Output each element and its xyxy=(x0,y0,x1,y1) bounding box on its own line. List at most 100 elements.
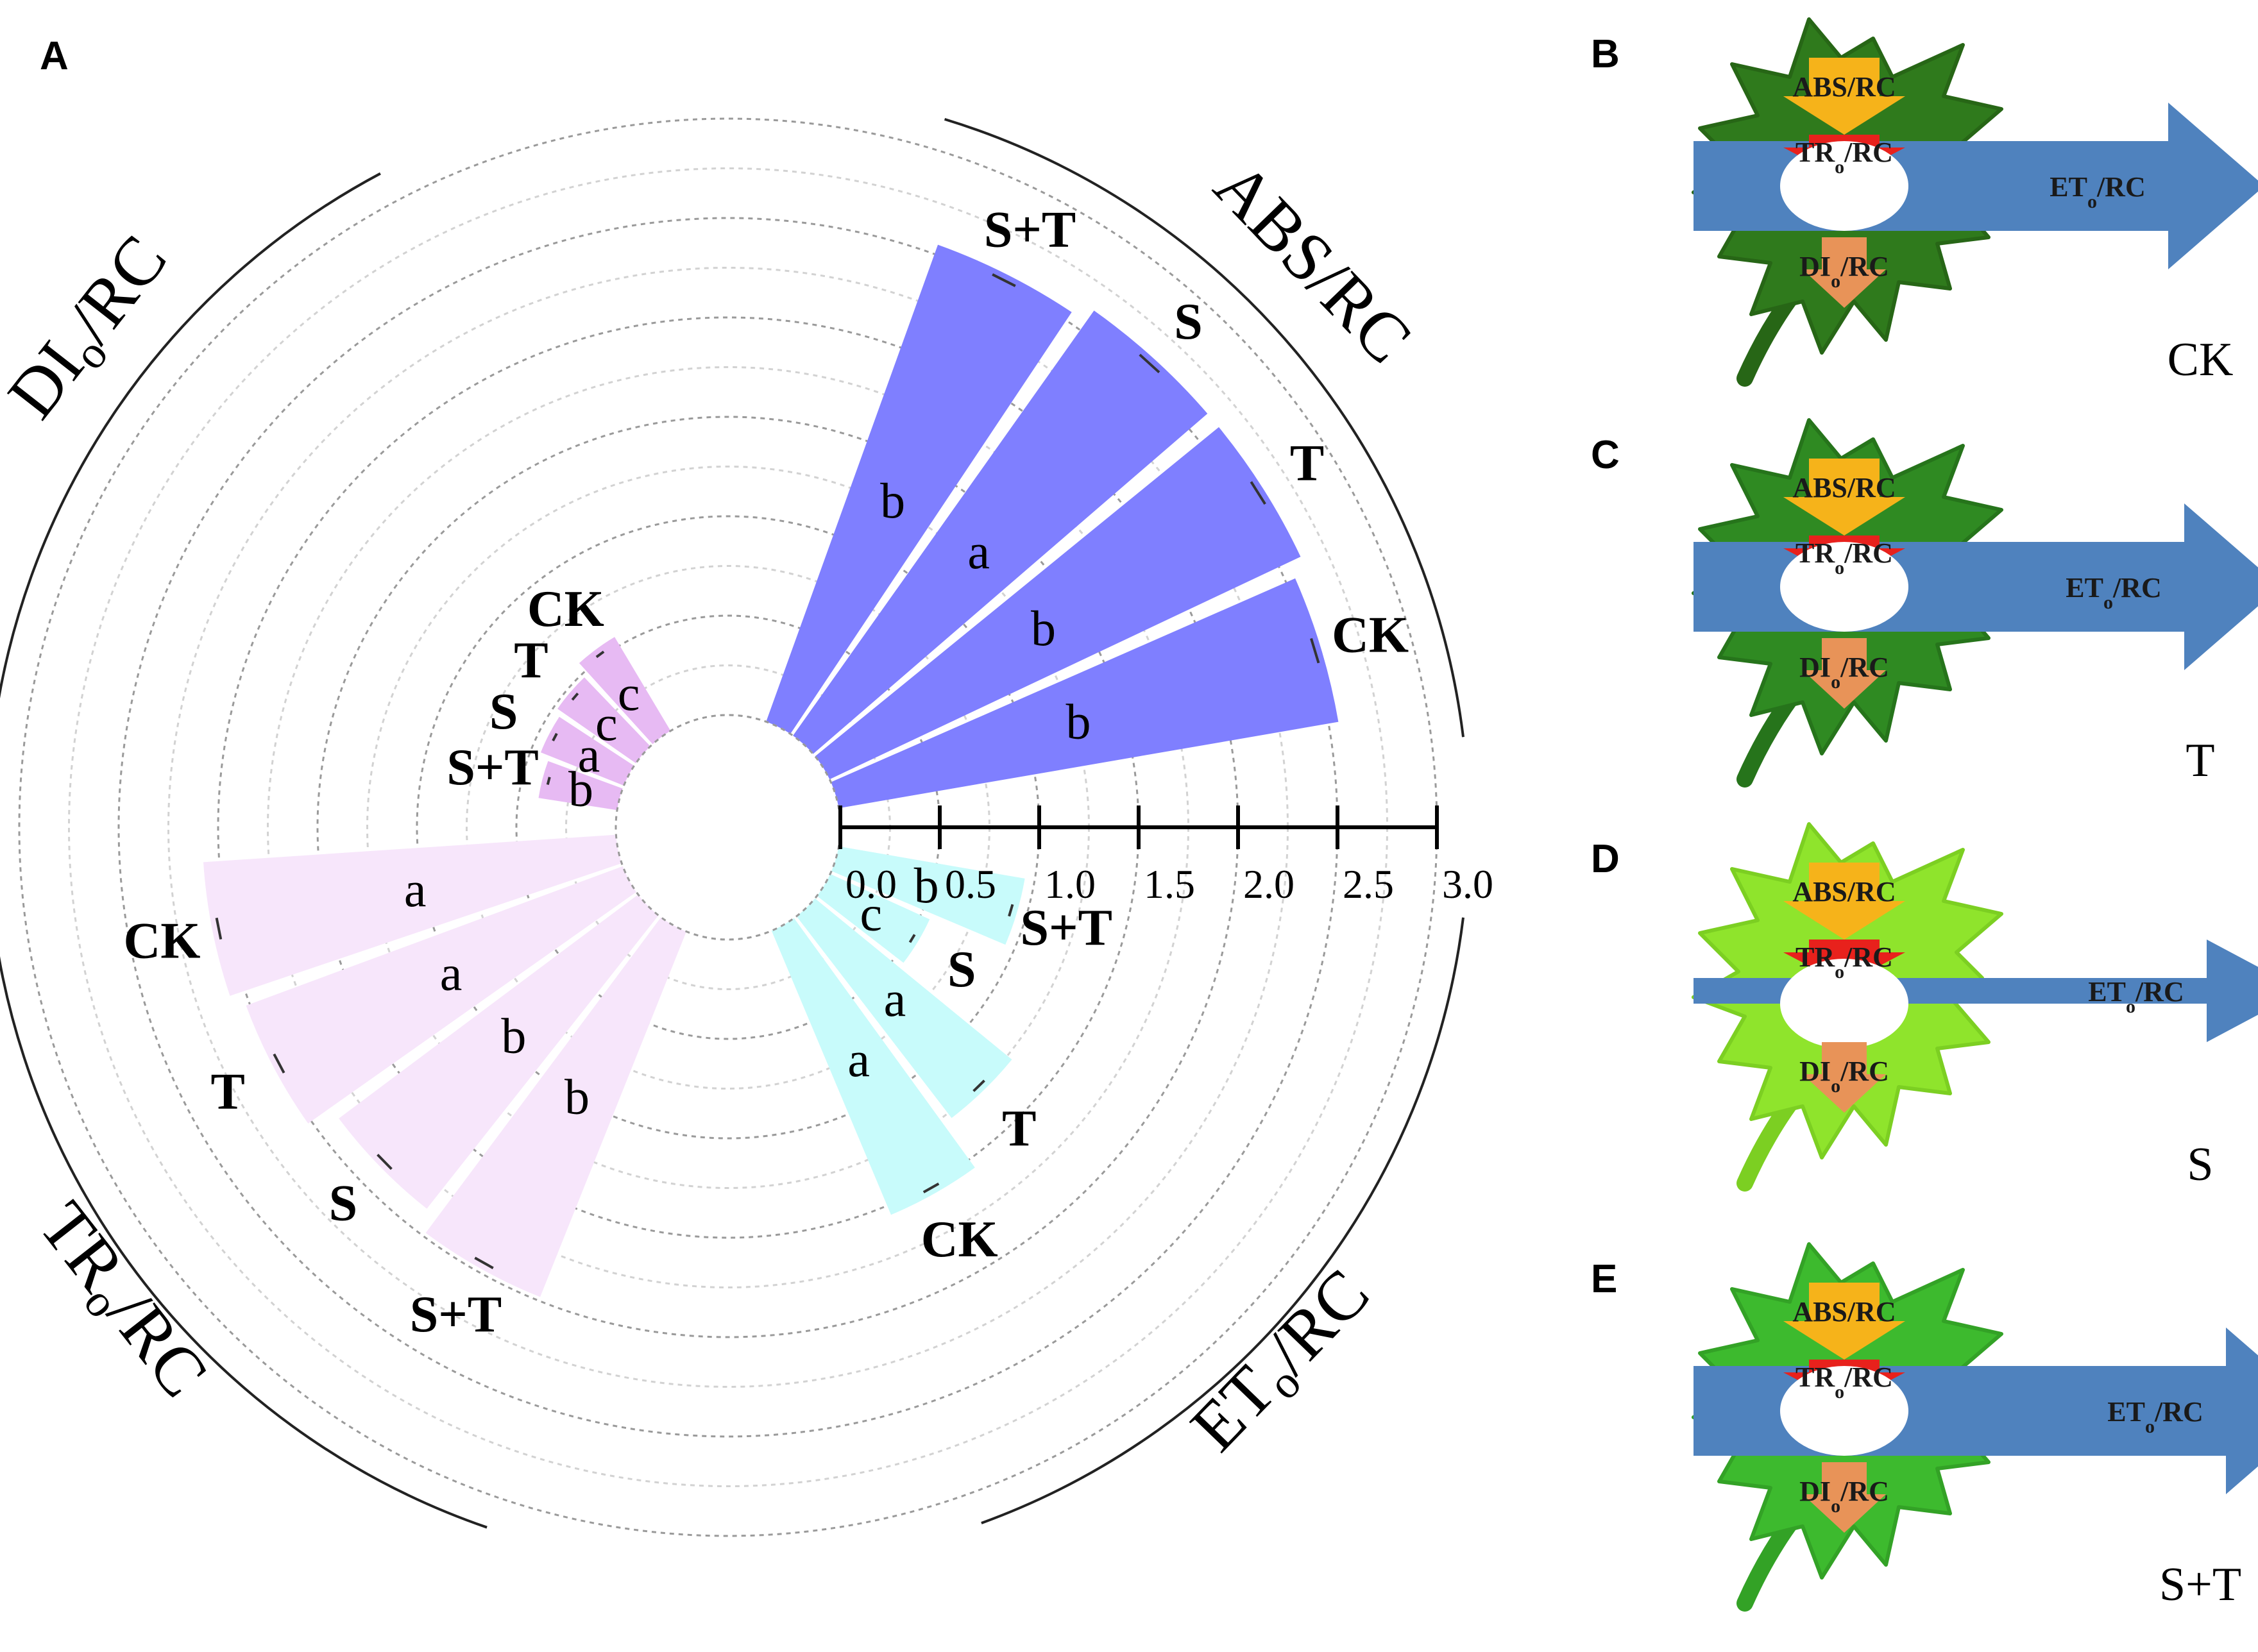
di-label: DIo/RC xyxy=(1799,1056,1889,1097)
error-bar xyxy=(922,1183,940,1193)
treatment-label: S xyxy=(489,684,518,740)
treatment-label: T xyxy=(210,1063,244,1120)
bar-T xyxy=(557,677,650,764)
abs-arrow xyxy=(1783,1283,1905,1360)
sector-arc xyxy=(0,956,488,1529)
treatment-label: S xyxy=(329,1176,358,1232)
significance-letter: c xyxy=(860,886,882,941)
treatment-label: T xyxy=(1290,435,1324,492)
bar-T xyxy=(246,866,636,1124)
panel-label-a: A xyxy=(40,34,69,78)
tr-label: TRo/RC xyxy=(1795,941,1893,982)
panel-label: E xyxy=(1591,1257,1617,1301)
significance-letter: b xyxy=(564,1068,590,1124)
significance-letter: a xyxy=(884,971,906,1027)
abs-label: ABS/RC xyxy=(1792,71,1896,103)
condition-label: T xyxy=(2186,734,2214,787)
et-arrow xyxy=(1694,940,2258,1042)
abs-label: ABS/RC xyxy=(1792,876,1896,907)
bar-S xyxy=(339,894,659,1209)
error-bar xyxy=(972,1079,985,1092)
significance-letter: b xyxy=(501,1007,526,1063)
error-bar xyxy=(1310,637,1320,664)
sector-title: TRo/RC xyxy=(19,1188,222,1415)
error-bar xyxy=(992,273,1016,287)
error-bar xyxy=(273,1053,285,1074)
abs-arrow xyxy=(1783,58,1905,135)
bar-CK xyxy=(203,834,622,996)
significance-letter: b xyxy=(880,473,905,528)
treatment-label: S xyxy=(1174,294,1203,350)
panel-label: C xyxy=(1591,433,1620,477)
bar-CK xyxy=(771,918,975,1215)
tick-label: 1.0 xyxy=(1044,861,1096,907)
treatment-label: T xyxy=(514,632,548,689)
error-bar xyxy=(215,917,223,940)
bar-S xyxy=(793,310,1208,754)
treatment-label: S xyxy=(947,941,976,998)
error-bar xyxy=(1008,904,1014,917)
condition-label: S xyxy=(2187,1138,2213,1191)
di-arrow xyxy=(1803,237,1886,308)
abs-arrow xyxy=(1783,863,1905,940)
et-label: ETo/RC xyxy=(2107,1396,2203,1437)
leaf-diagrams: B ABS/RC TRo/RC ETo/RC DIo/RC CK C ABS/RC TRo/RC… xyxy=(1591,17,2258,1612)
di-label: DIo/RC xyxy=(1799,1476,1889,1517)
significance-letter: a xyxy=(404,861,427,917)
et-label: ETo/RC xyxy=(2050,171,2145,212)
sector-arc xyxy=(981,917,1464,1524)
panel-label: D xyxy=(1591,837,1620,881)
panel-label: B xyxy=(1591,32,1620,76)
significance-letter: b xyxy=(1031,600,1056,656)
bar-CK xyxy=(579,637,671,745)
error-bar xyxy=(552,732,558,742)
sector-title: ETo/RC xyxy=(1176,1255,1388,1471)
sector-arc xyxy=(944,117,1464,738)
significance-letter: a xyxy=(440,945,463,1000)
reaction-center xyxy=(1780,959,1908,1049)
reaction-center xyxy=(1780,1366,1908,1456)
significance-letter: c xyxy=(595,695,618,751)
tick-label: 0.0 xyxy=(845,861,897,907)
significance-letter: a xyxy=(967,523,990,579)
tick-label: 0.5 xyxy=(945,861,996,907)
error-bar xyxy=(377,1154,393,1170)
di-arrow xyxy=(1803,1462,1886,1533)
bar-T xyxy=(815,427,1301,780)
significance-letter: a xyxy=(578,727,600,782)
tr-label: TRo/RC xyxy=(1795,1361,1893,1403)
di-label: DIo/RC xyxy=(1799,652,1889,693)
bar-S+T xyxy=(425,917,687,1297)
et-label: ETo/RC xyxy=(2066,572,2161,613)
bar-T xyxy=(796,898,1012,1118)
tick-label: 1.5 xyxy=(1144,861,1195,907)
error-bar xyxy=(908,934,916,943)
error-bar xyxy=(595,650,605,659)
significance-letter: b xyxy=(1066,694,1091,750)
abs-label: ABS/RC xyxy=(1792,1296,1896,1328)
significance-letter: a xyxy=(847,1031,870,1087)
sector-arc xyxy=(0,172,381,699)
tick-label: 2.5 xyxy=(1343,861,1394,907)
treatment-label: CK xyxy=(123,913,200,970)
error-bar xyxy=(1250,481,1266,505)
error-bar xyxy=(546,777,551,786)
reaction-center xyxy=(1780,141,1908,231)
tick-label: 3.0 xyxy=(1442,861,1493,907)
bar-S+T xyxy=(831,846,1025,945)
significance-letter: c xyxy=(618,665,640,721)
treatment-label: CK xyxy=(1332,607,1409,664)
condition-label: CK xyxy=(2168,333,2234,386)
center-hole xyxy=(615,714,842,941)
treatment-label: S+T xyxy=(984,201,1076,258)
error-bar xyxy=(1139,353,1160,374)
